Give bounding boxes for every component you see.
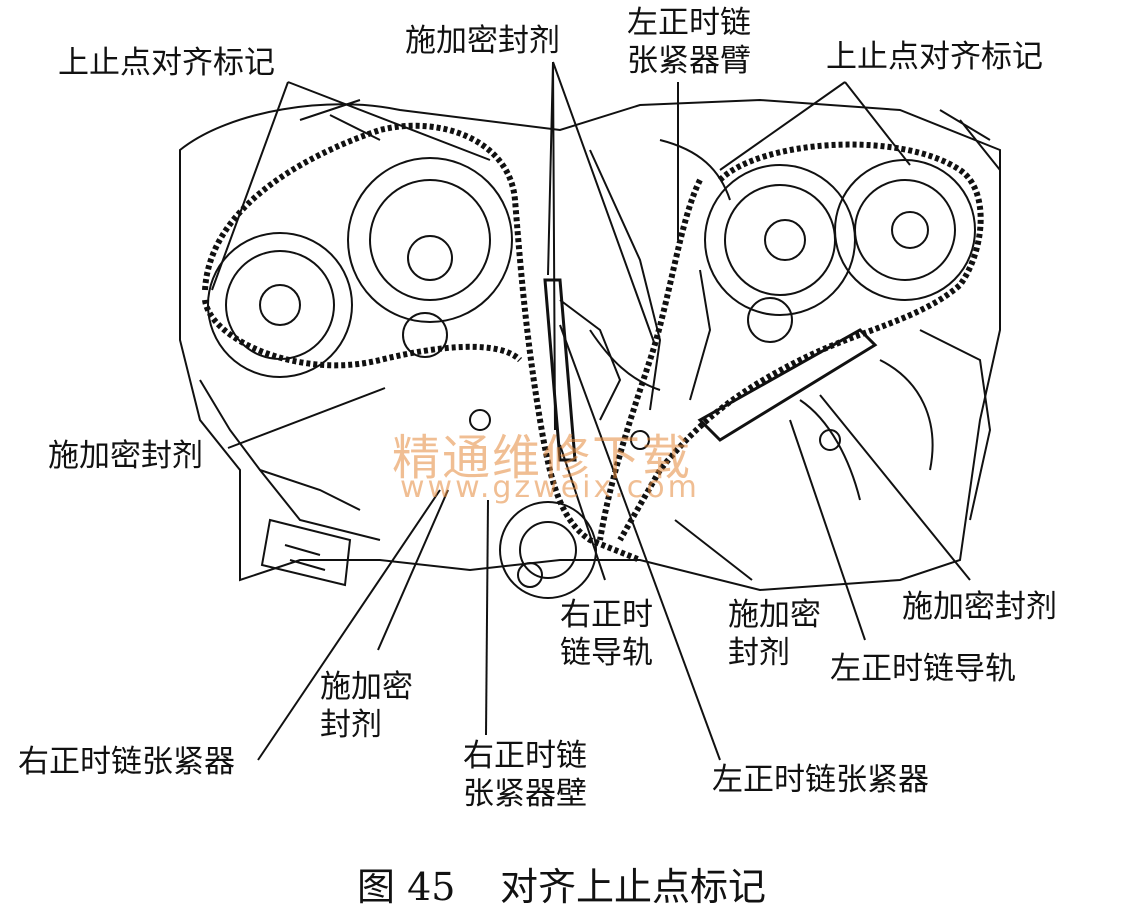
label-right-tensioner-wall: 右正时链 张紧器壁 (463, 737, 587, 813)
left-chain-guide (697, 328, 878, 442)
label-line-1: 施加密 (320, 669, 413, 705)
label-sealant-left: 施加密封剂 (48, 438, 203, 474)
leader-sealant-mid (674, 519, 753, 581)
label-line-2: 封剂 (320, 707, 382, 743)
watermark-url: www.gzweix.com (400, 470, 700, 505)
leader-right-guide (559, 444, 606, 581)
label-sealant-top: 施加密封剂 (405, 23, 560, 59)
idler-pulley-2 (747, 297, 793, 343)
right-cam-sprocket (704, 164, 856, 316)
label-line-2: 张紧器壁 (463, 776, 587, 812)
label-right-chain-guide: 右正时 链导轨 (560, 596, 653, 672)
label-tdc-mark-right: 上止点对齐标记 (826, 39, 1043, 75)
left-cam-sprocket-2 (347, 157, 513, 323)
label-left-tensioner: 左正时链张紧器 (712, 762, 929, 798)
label-tdc-mark-left: 上止点对齐标记 (58, 45, 275, 81)
leader-left-guide (789, 419, 866, 641)
leader-left-tensioner (559, 324, 721, 761)
leader-sealant-lower (377, 489, 449, 651)
idler-pulley (402, 312, 448, 358)
label-line-1: 右正时链 (463, 738, 587, 774)
leader-sealant-right (819, 394, 971, 581)
label-sealant-right: 施加密封剂 (902, 589, 1057, 625)
label-line-2: 张紧器臂 (627, 43, 751, 79)
leader-tdc-right (719, 81, 911, 171)
label-line-1: 施加密 (728, 597, 821, 633)
left-timing-chain (202, 122, 642, 563)
leader-right-tensioner (257, 489, 441, 761)
label-left-chain-guide: 左正时链导轨 (830, 651, 1016, 687)
left-cam-sprocket (207, 232, 353, 378)
leader-right-tens-wall (485, 499, 489, 736)
label-line-2: 封剂 (728, 635, 790, 671)
label-line-2: 链导轨 (560, 635, 653, 671)
label-sealant-lower: 施加密 封剂 (320, 668, 413, 744)
label-left-tensioner-arm: 左正时链 张紧器臂 (627, 4, 751, 80)
leader-tdc-left (211, 81, 491, 291)
leader-sealant-left (227, 387, 386, 449)
engine-block-outline (179, 98, 1001, 592)
label-right-tensioner: 右正时链张紧器 (18, 744, 235, 780)
watermark-cn: 精通维修下载 (392, 430, 693, 486)
figure-title: 对齐上止点标记 (500, 865, 767, 909)
leader-lines (211, 61, 971, 761)
label-sealant-mid: 施加密 封剂 (728, 596, 821, 672)
figure-number: 图 45 (357, 865, 456, 909)
label-line-1: 左正时链 (627, 5, 751, 41)
crank-sprocket (499, 501, 597, 599)
label-line-1: 右正时 (560, 597, 653, 633)
leader-sealant-top (547, 61, 656, 431)
